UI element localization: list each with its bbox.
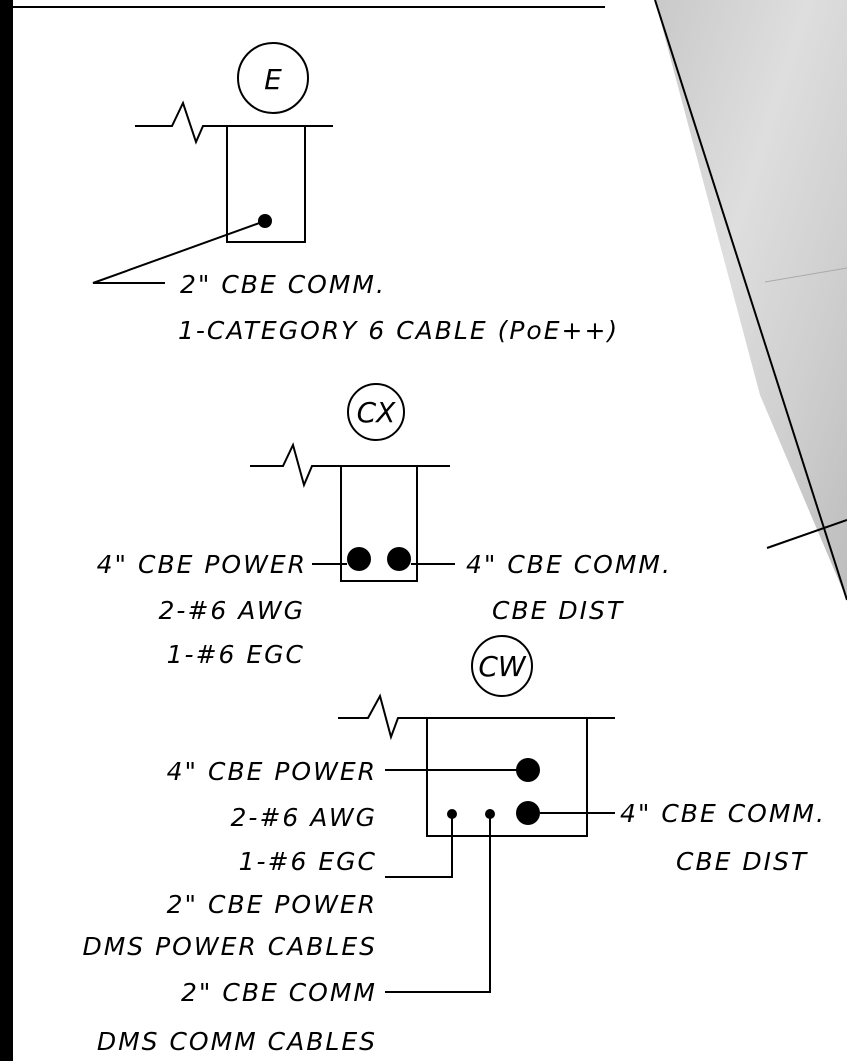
callout-label: CBE DIST [676,847,808,876]
detail-cx: CX 4" CBE POWER 2-#6 AWG 1-#6 EGC 4" CBE… [97,383,672,669]
callout-label: 2" CBE POWER [167,890,377,919]
detail-tag-circle [237,42,309,114]
detail-e: E 2" CBE COMM. 1-CATEGORY 6 CABLE (PoE++… [92,42,619,345]
callout-label: 4" CBE COMM. [620,799,826,828]
callout-label: 2" CBE COMM [181,978,377,1007]
detail-cw: CW 4" CBE POWER 2-#6 AWG 1-#6 EGC 2" CBE… [82,635,826,1056]
detail-tag-text: E [264,63,282,96]
detail-tag-circle [347,383,405,441]
conduit-dot [347,547,371,571]
callout-label: 4" CBE COMM. [466,550,672,579]
callout-label: 2-#6 AWG [231,803,377,832]
callout-label: 4" CBE POWER [167,757,377,786]
callout-label: 2-#6 AWG [159,596,305,625]
callout-label: 1-#6 EGC [167,640,305,669]
conduit-dot [516,801,540,825]
trench-outline [226,126,306,243]
callout-label: 1-CATEGORY 6 CABLE (PoE++) [178,316,619,345]
left-border-bar [0,0,13,1061]
conduit-dot [516,758,540,782]
callout-label: DMS POWER CABLES [82,932,377,961]
detail-tag-circle [471,635,533,697]
detail-tag-text: CW [478,650,527,683]
detail-tag-text: CX [357,396,397,429]
leader-line [92,220,266,284]
trench-outline [426,718,588,837]
leader-line [385,814,453,878]
photo-faint-line [764,267,847,283]
leader-line [385,814,491,993]
callout-label: 2" CBE COMM. [180,270,386,299]
conduit-dot [387,547,411,571]
break-line [250,442,450,489]
break-line [135,100,333,145]
callout-label: 1-#6 EGC [239,847,377,876]
trench-outline [340,466,418,582]
break-line [338,693,615,741]
photo-edge-line [654,0,847,601]
callout-label: 4" CBE POWER [97,550,307,579]
callout-label: CBE DIST [492,596,624,625]
photo-diagonal-line [766,519,847,549]
callout-label: DMS COMM CABLES [97,1027,377,1056]
